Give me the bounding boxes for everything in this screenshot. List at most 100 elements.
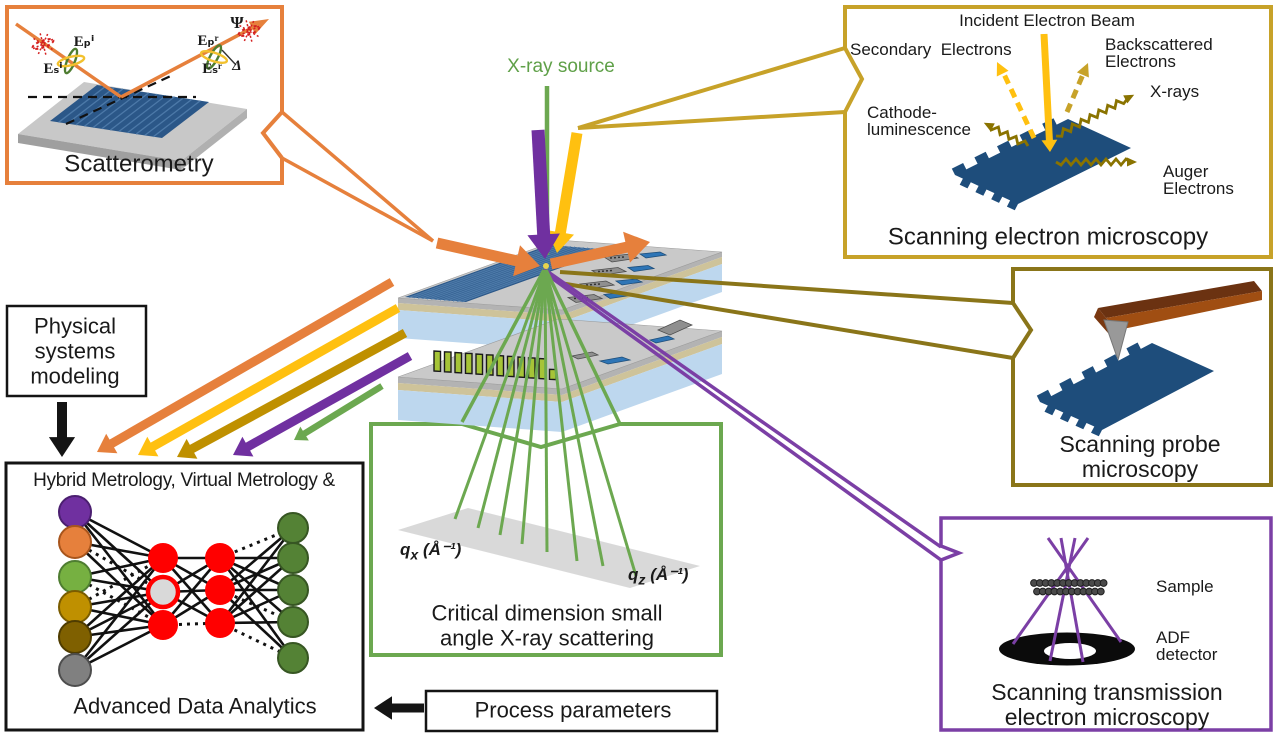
stem-electron-beam — [1059, 537, 1085, 663]
stem-sample-label: Sample — [1156, 577, 1214, 597]
ep-reflected-label: Eₚʳ — [197, 33, 219, 50]
stem-title-1: Scanning transmission — [991, 678, 1223, 705]
scatterometry-to-analytics-arrow — [97, 433, 118, 454]
network-input-node — [58, 495, 92, 529]
xray-scatter-fan-line — [543, 269, 638, 577]
wafer-top-layer — [398, 303, 562, 322]
sem-auger-zigzag — [1055, 156, 1131, 168]
delta-indicator-line — [221, 49, 237, 66]
wafer-bottom-layer — [398, 390, 562, 432]
network-hidden-node — [148, 610, 178, 640]
es-incident-label: Eₛⁱ — [43, 61, 63, 78]
psi-label: Ψ — [230, 13, 244, 33]
network-input-node — [58, 590, 92, 624]
stem-electron-beam — [1048, 537, 1077, 662]
wafer-grating-pattern — [430, 246, 576, 300]
polarization-ellipses-reflected — [199, 50, 229, 64]
network-output-node — [277, 574, 309, 606]
incident-purple-beam-arrow — [527, 233, 560, 259]
scatterometry-incident-arrow — [435, 237, 528, 269]
scatterometry-panel-border — [5, 5, 284, 185]
network-edge — [219, 621, 294, 660]
stem-title-2: electron microscopy — [1004, 703, 1210, 730]
scatterometry-grating — [66, 87, 115, 125]
sem-xrays-label: X-rays — [1150, 82, 1200, 102]
sem-auger-label-2: Electrons — [1163, 179, 1234, 199]
network-output-node — [277, 512, 309, 544]
scatterometry-grating — [92, 91, 141, 129]
scatterometry-callout-line — [280, 110, 435, 243]
polarization-ellipses-reflected — [205, 44, 223, 70]
polarization-ellipses-incident — [56, 54, 86, 68]
elliptical-polarization-symbol — [237, 25, 261, 37]
network-edge — [219, 589, 294, 659]
scatterometry-title: Scatterometry — [64, 150, 214, 178]
wafer-chip — [598, 356, 632, 365]
sem-xray-zigzag — [1123, 94, 1135, 104]
scatterometry-sample-stage — [181, 109, 247, 170]
xray-source-label: X-ray source — [507, 56, 615, 78]
polarization-ellipses-incident — [63, 47, 79, 75]
xray-scatter-fan-line — [498, 269, 547, 536]
scatterometry-reflected-arrow — [549, 239, 638, 270]
scatterometry-grating — [135, 97, 184, 135]
wafer-bottom-layer — [562, 331, 722, 395]
sem-secondary-arrow — [996, 62, 1009, 77]
sem-xray-zigzag — [1055, 97, 1130, 138]
stem-to-analytics-arrow — [239, 352, 413, 454]
sem-secondary-arrow — [1000, 70, 1037, 140]
network-input-node — [58, 525, 92, 559]
cdsaxs-title-2: angle X-ray scattering — [440, 625, 654, 651]
wafer-top-layer — [562, 252, 722, 315]
wafer-grating-pattern — [409, 244, 554, 299]
analytics-box — [4, 461, 365, 732]
network-output-node — [277, 642, 309, 674]
modeling-line-3: modeling — [30, 363, 120, 389]
wafer-grating-pattern — [435, 246, 580, 301]
stem-adf-label-1: ADF — [1156, 628, 1190, 648]
beam-impact-point — [543, 263, 549, 269]
qx-axis-label: qx (Å⁻¹) — [400, 539, 462, 564]
sem-callout-line — [577, 46, 846, 130]
wafer-fin — [454, 351, 463, 374]
network-hidden-node — [205, 575, 235, 605]
cdsaxs-to-analytics-arrow — [294, 426, 309, 441]
spm-sample — [1036, 342, 1214, 437]
sem-cathodoluminescence-zigzag — [983, 122, 995, 132]
sem-backscattered-arrow — [1064, 71, 1087, 113]
sem-cathodoluminescence-label-1: Cathode- — [867, 103, 937, 123]
sem-to-analytics-arrow — [138, 436, 159, 457]
wafer-chip — [656, 319, 694, 336]
scatterometry-incident-arrow — [513, 245, 540, 277]
scatterometry-grating — [109, 93, 158, 131]
network-edge — [218, 527, 295, 624]
network-edge — [218, 557, 295, 659]
analytics-title-top: Hybrid Metrology, Virtual Metrology & — [33, 470, 335, 492]
cdsaxs-title-1: Critical dimension small — [431, 600, 663, 626]
wafer-fin — [496, 354, 505, 377]
sem-callout-line — [577, 110, 846, 130]
network-edge — [73, 557, 165, 671]
analytics-title-bottom: Advanced Data Analytics — [73, 693, 317, 719]
spm-to-analytics-arrow — [183, 329, 408, 457]
network-hidden-node — [148, 543, 178, 573]
modeling-line-2: systems — [34, 338, 116, 364]
spm-cantilever — [1098, 281, 1262, 318]
network-hidden-node — [205, 608, 235, 638]
sem-title: Scanning electron microscopy — [887, 223, 1209, 251]
network-input-node — [58, 653, 92, 687]
stem-adf-label-2: detector — [1156, 645, 1218, 665]
cdsaxs-callout-line — [544, 269, 622, 425]
wafer-fin — [433, 350, 442, 373]
wafer-chip — [626, 265, 656, 272]
network-input-node — [58, 620, 92, 654]
process-to-analytics-arrow — [374, 696, 392, 720]
network-output-node — [277, 606, 309, 638]
wafer-chip — [648, 335, 676, 344]
incident-yellow-beam-arrow — [553, 132, 583, 242]
scatterometry-callout-line — [281, 156, 434, 243]
spm-to-analytics-arrow — [177, 438, 198, 459]
stem-beam-line — [547, 274, 943, 562]
spm-callout-line — [559, 270, 1014, 305]
